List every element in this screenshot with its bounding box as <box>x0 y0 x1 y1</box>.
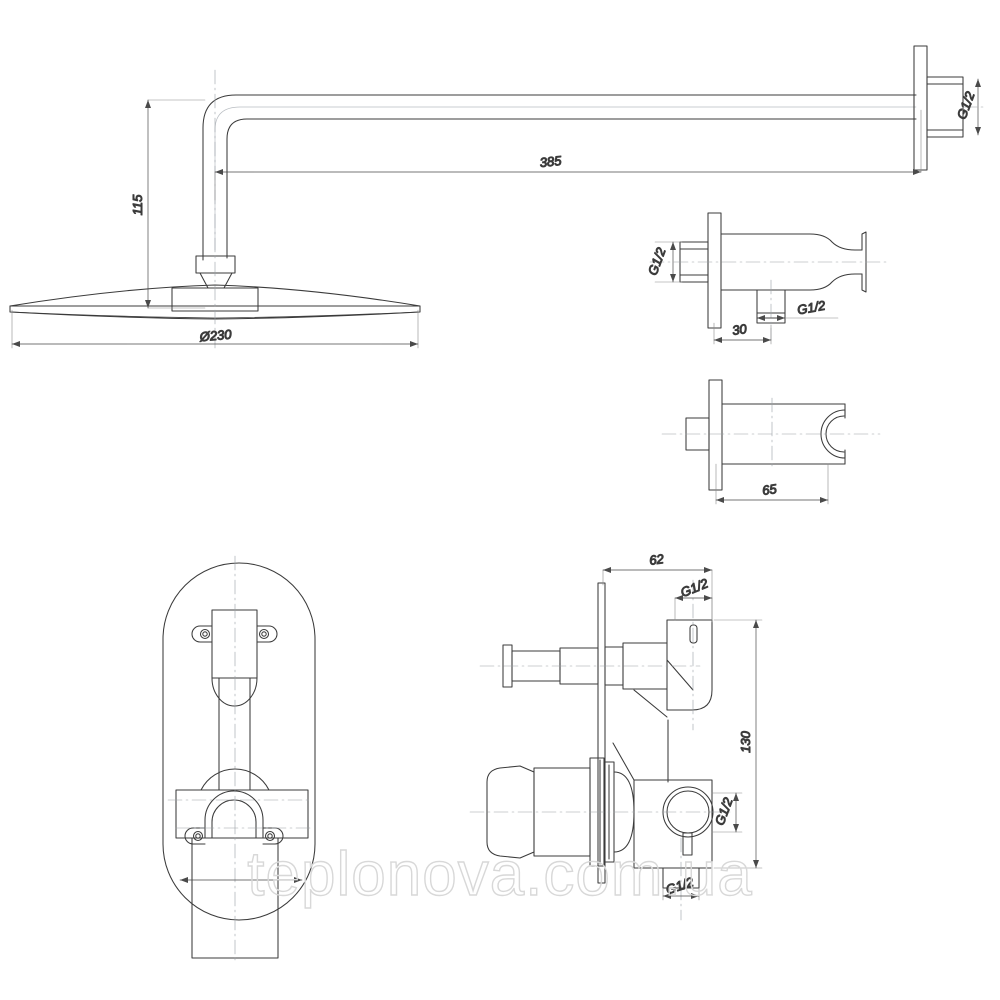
outlet-body-bottom <box>720 273 863 291</box>
dimension-outlet-projection: 30 <box>713 320 772 345</box>
dimension-head-diameter: Ø230 <box>11 309 419 349</box>
dim-arm-length-label: 385 <box>539 153 563 170</box>
mixer-front-ear-left <box>191 625 213 643</box>
outlet-wall-flange <box>707 212 722 329</box>
holder-cradle-outer <box>820 409 846 459</box>
mixer-front-lower-screw-right <box>264 830 276 842</box>
view-hand-shower-holder: 65 <box>661 379 881 505</box>
holder-wall-flange <box>708 379 723 491</box>
dimension-outlet-outlet-thread: G1/2 <box>756 297 839 321</box>
dim-outlet-inlet-thread-label: G1/2 <box>645 245 669 277</box>
arm-collar-upper <box>195 255 236 274</box>
mixer-front-upper-cap <box>211 677 258 707</box>
outlet-cup-flare <box>861 231 867 293</box>
outlet-body-top <box>720 233 863 251</box>
dim-arm-height-label: 115 <box>130 194 145 215</box>
view-shower-arm-and-head: 385 115 Ø230 G1/2 <box>9 45 984 349</box>
watermark-text: teplonova.com.ua <box>247 840 752 909</box>
mixer-front-screw-left <box>199 628 211 640</box>
mixer-front-lower-dome <box>200 768 270 791</box>
dimension-holder-length: 65 <box>715 463 829 505</box>
arm-tube-inner <box>226 118 917 259</box>
dimension-mixer-top-thread: G1/2 <box>674 575 713 621</box>
dimension-arm-height: 115 <box>129 99 206 309</box>
dim-outlet-projection-label: 30 <box>731 321 748 338</box>
mixer-upper-arm <box>666 619 713 711</box>
mixer-front-screw-left-inner <box>202 631 208 637</box>
holder-body <box>721 403 846 465</box>
mixer-front-lower-block <box>175 789 309 839</box>
dimension-mixer-height: 130 <box>713 619 763 869</box>
mixer-front-lower-screw-left <box>192 830 204 842</box>
view-wall-outlet-elbow: G1/2 30 G1/2 <box>644 212 891 345</box>
dim-holder-length-label: 65 <box>761 481 778 498</box>
mixer-upper-diagonal <box>666 659 694 691</box>
mixer-front-upper-body <box>211 609 258 679</box>
mixer-outlet-tab <box>682 832 693 856</box>
dimension-mixer-projection: 62 <box>602 551 713 623</box>
dim-mixer-projection-label: 62 <box>648 551 665 568</box>
mixer-front-oval-plate <box>162 562 316 921</box>
arm-bend-construction <box>214 106 917 251</box>
mixer-front-screw-right-inner <box>261 631 267 637</box>
dimension-arm-length: 385 <box>214 109 922 201</box>
dim-mixer-top-thread-label: G1/2 <box>678 575 710 600</box>
mixer-lower-block <box>633 779 713 869</box>
dim-head-diameter-label: Ø230 <box>198 327 233 345</box>
mixer-detail-diagonal-a <box>633 689 668 718</box>
mixer-front-lower-arch-inner <box>211 799 257 839</box>
view-concealed-mixer-front <box>162 555 316 961</box>
dim-mixer-height-label: 130 <box>738 730 753 752</box>
mixer-front-lower-arch <box>204 790 264 839</box>
shower-head-top-profile <box>9 284 421 307</box>
arm-wall-flange <box>913 45 928 171</box>
dim-outlet-outlet-thread-label: G1/2 <box>796 298 827 318</box>
mixer-side-wall-plate <box>597 582 606 884</box>
dim-mixer-outlet-thread-label: G1/2 <box>712 795 736 827</box>
mixer-front-screw-right <box>258 628 270 640</box>
dimension-mixer-outlet-thread: G1/2 <box>711 792 743 833</box>
mixer-upper-slot <box>689 624 698 644</box>
mixer-front-ear-right <box>256 625 278 643</box>
mixer-detail-diagonal-b <box>612 742 635 781</box>
dim-arm-thread-label: G1/2 <box>954 89 978 121</box>
arm-tube-outer <box>202 94 917 261</box>
